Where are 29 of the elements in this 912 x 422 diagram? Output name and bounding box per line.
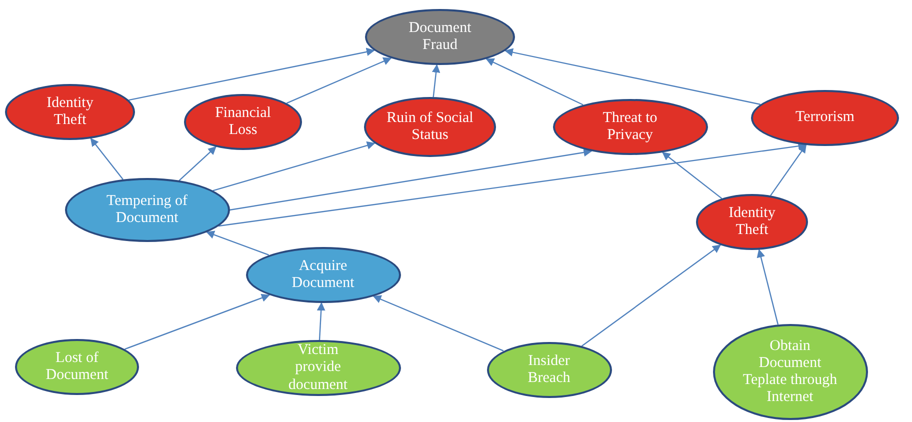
arrow (128, 48, 375, 101)
node-label: Lost of Document (44, 350, 110, 384)
node-label: Threat to Privacy (602, 110, 658, 144)
arrow (124, 294, 270, 350)
arrow (286, 57, 392, 104)
arrow (178, 146, 216, 181)
arrow (432, 64, 440, 98)
node-label: Insider Breach (526, 352, 572, 388)
node-label: Acquire Document (290, 258, 356, 292)
arrow (229, 148, 592, 211)
arrow (756, 248, 779, 325)
arrow (372, 295, 504, 352)
arrow (504, 48, 760, 105)
node-label: Identity Theft (46, 94, 94, 130)
node-label: Document Fraud (408, 20, 472, 54)
node-label: Financial Loss (214, 104, 272, 140)
node-label: Ruin of Social Status (386, 110, 474, 144)
node-label: Obtain Document Teplate through Internet (742, 338, 838, 406)
arrow (486, 58, 584, 106)
node-label: Tempering of Document (105, 192, 188, 228)
arrow (212, 141, 376, 192)
node-label: Terrorism (796, 109, 854, 127)
node-label: Victim provide document (287, 342, 349, 394)
arrow (206, 230, 270, 256)
arrow (581, 244, 721, 347)
node-label: Identity Theft (728, 204, 776, 240)
arrow (316, 302, 326, 340)
arrow (90, 138, 124, 180)
arrow (770, 144, 806, 196)
